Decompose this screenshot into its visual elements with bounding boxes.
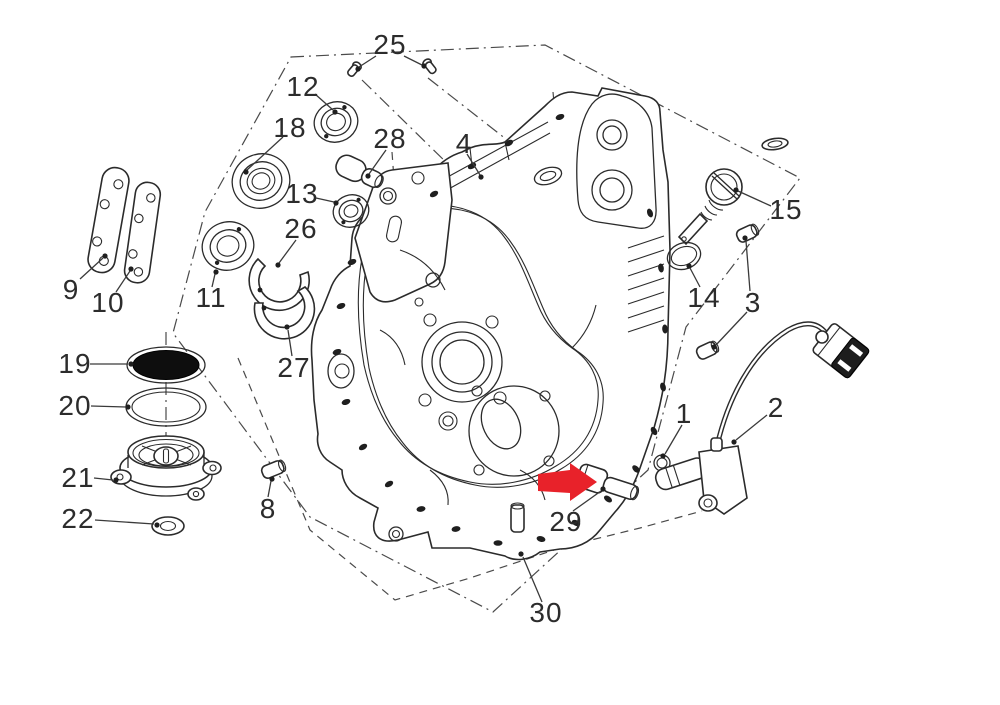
part-label-29: 29 bbox=[549, 506, 582, 537]
washer-22 bbox=[151, 516, 185, 536]
left-boss-hole bbox=[334, 363, 350, 379]
gasket-plate-10 bbox=[123, 181, 162, 284]
part-label-21: 21 bbox=[61, 462, 94, 493]
cover-boss bbox=[468, 385, 560, 477]
cooling-fins bbox=[627, 235, 665, 333]
cover-bolt-1 bbox=[539, 390, 551, 402]
part-label-9: 9 bbox=[63, 274, 80, 305]
cover-bolt-3 bbox=[473, 464, 485, 476]
cover-bolt-2 bbox=[543, 455, 555, 467]
sensor-2 bbox=[654, 321, 870, 515]
deck-edge-lines bbox=[432, 121, 551, 197]
foot-hole-inner bbox=[391, 529, 401, 539]
tunnel-bore-upper-inner bbox=[602, 125, 622, 145]
filter-cap-21 bbox=[110, 435, 222, 501]
part-label-30: 30 bbox=[529, 597, 562, 628]
crankcase-drawing bbox=[310, 87, 671, 561]
part-label-2: 2 bbox=[768, 392, 785, 423]
oil-passage-hole bbox=[438, 411, 458, 431]
part-label-18: 18 bbox=[273, 112, 306, 143]
bearing-13 bbox=[332, 194, 370, 228]
case-bottom-dowel bbox=[510, 504, 525, 533]
tunnel-bore-upper bbox=[596, 119, 628, 151]
dowel-3b bbox=[695, 340, 720, 360]
stud-hole-3 bbox=[493, 391, 507, 405]
part-label-13: 13 bbox=[285, 178, 318, 209]
red-arrow-marker bbox=[538, 463, 597, 501]
bracket-hole-3 bbox=[425, 272, 441, 288]
stud-hole-4 bbox=[418, 393, 432, 407]
sensor-ear-hole bbox=[703, 498, 713, 508]
bracket-slot bbox=[385, 215, 403, 243]
part-label-8: 8 bbox=[260, 493, 277, 524]
cable-strain-relief bbox=[815, 330, 829, 344]
bearing-shell-26 bbox=[248, 257, 310, 312]
bearing-11 bbox=[201, 221, 255, 271]
dowel-8 bbox=[260, 459, 287, 479]
part-label-11: 11 bbox=[195, 282, 226, 313]
bracket-hole-1-inner bbox=[382, 190, 394, 202]
strainer-screen-19 bbox=[126, 346, 206, 384]
part-label-27: 27 bbox=[277, 352, 310, 383]
part-label-10: 10 bbox=[91, 287, 124, 318]
bearing-18 bbox=[231, 153, 291, 209]
foot-hole bbox=[388, 526, 404, 542]
part-label-1: 1 bbox=[676, 398, 693, 429]
part-label-25: 25 bbox=[373, 29, 406, 60]
stud-hole-1 bbox=[423, 313, 437, 327]
part-label-19: 19 bbox=[58, 348, 91, 379]
bearing-12 bbox=[313, 101, 359, 143]
cover-bolt-4 bbox=[471, 385, 483, 397]
crank-bore-boss bbox=[421, 321, 503, 403]
sensor-ear bbox=[698, 494, 718, 512]
deck-oval-hole-inner bbox=[539, 170, 557, 182]
part-label-4: 4 bbox=[456, 128, 473, 159]
sealing-washer-15 bbox=[761, 137, 789, 151]
part-label-15: 15 bbox=[769, 194, 802, 225]
part-label-3: 3 bbox=[745, 287, 762, 318]
crank-bore bbox=[439, 339, 485, 385]
case-bottom-dowel-top bbox=[510, 502, 525, 510]
part-labels: 25 12 18 28 4 13 26 11 9 10 27 19 20 21 … bbox=[58, 29, 802, 628]
tunnel-bore-lower bbox=[591, 169, 633, 211]
dowel-3a bbox=[735, 223, 760, 243]
deck-oval-hole bbox=[533, 166, 563, 186]
sensor-boss bbox=[710, 437, 723, 452]
part-label-26: 26 bbox=[284, 213, 317, 244]
dipstick-15 bbox=[677, 168, 743, 246]
crank-bore-ring bbox=[431, 331, 493, 393]
part-label-20: 20 bbox=[58, 390, 91, 421]
gasket-plate-9 bbox=[87, 166, 130, 274]
bracket-hole-4 bbox=[414, 297, 424, 307]
part-label-28: 28 bbox=[373, 123, 406, 154]
bracket-hole-2 bbox=[411, 171, 425, 185]
part-label-12: 12 bbox=[286, 71, 319, 102]
stud-hole-2 bbox=[485, 315, 499, 329]
part-label-22: 22 bbox=[61, 503, 94, 534]
left-boss bbox=[327, 353, 355, 389]
cam-tunnel-outline bbox=[576, 93, 657, 229]
bracket-hole-1 bbox=[379, 187, 397, 205]
leader-lines bbox=[79, 55, 772, 603]
gasket-line-inner bbox=[362, 207, 604, 488]
perimeter-bolt-holes bbox=[332, 113, 668, 546]
oil-passage-hole-inner bbox=[442, 415, 454, 427]
tunnel-bore-lower-inner bbox=[599, 177, 625, 203]
crank-pin-28 bbox=[335, 154, 384, 189]
cover-opening bbox=[480, 398, 522, 450]
inner-ribs bbox=[379, 249, 597, 506]
inner-boundary-outline bbox=[237, 357, 703, 601]
bearing-shell-27 bbox=[253, 286, 316, 340]
part-label-14: 14 bbox=[687, 282, 720, 313]
screw-a-axis-line bbox=[361, 79, 453, 169]
